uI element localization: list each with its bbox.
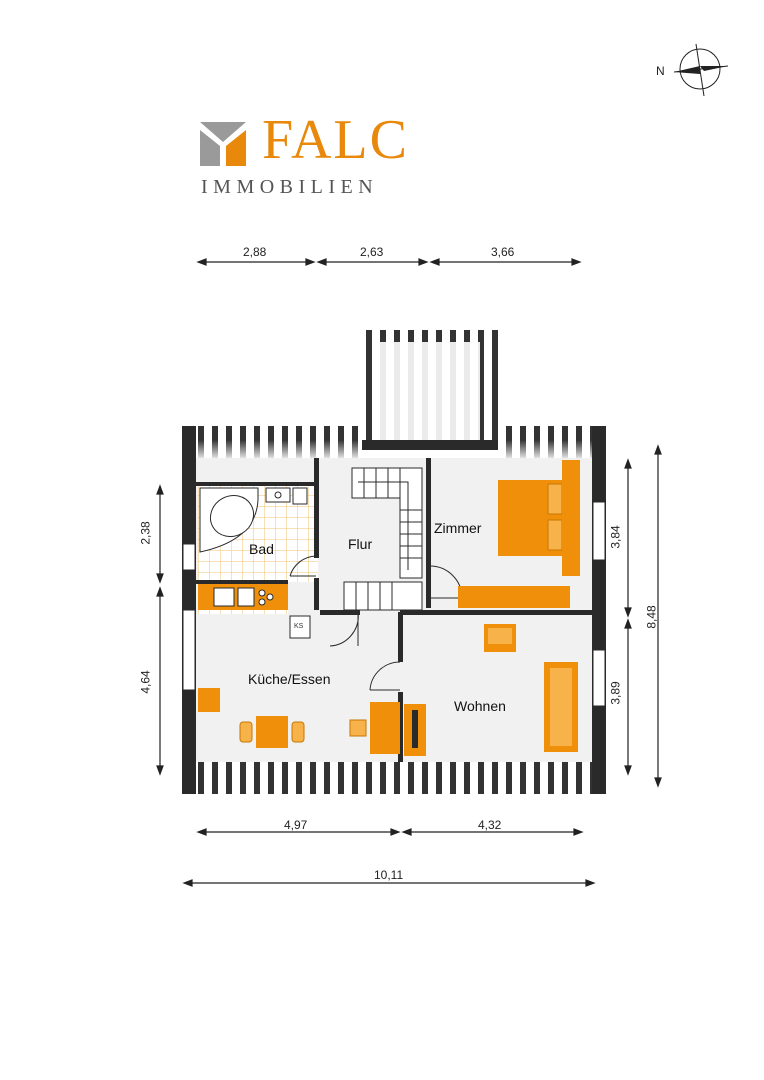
interior-walls <box>196 458 592 762</box>
dim-bottom-1: 4,97 <box>284 818 308 832</box>
compass: N <box>652 38 732 98</box>
dim-top-2: 2,63 <box>360 245 384 259</box>
kitchen-counter <box>198 584 288 610</box>
dim-top-1: 2,88 <box>243 245 267 259</box>
dim-left-2: 4,64 <box>138 670 153 694</box>
bed <box>498 460 580 576</box>
small-stool <box>349 719 367 737</box>
room-label-wohnen: Wohnen <box>454 698 506 714</box>
zimmer-desk <box>458 586 570 608</box>
logo <box>200 120 250 170</box>
room-label-bad: Bad <box>249 541 274 557</box>
dormer <box>362 330 498 450</box>
brand-name: FALC <box>262 109 409 171</box>
compass-north-label: N <box>656 64 665 78</box>
dim-top-3: 3,66 <box>491 245 515 259</box>
room-label-ks: KS <box>294 623 304 630</box>
room-label-kueche: Küche/Essen <box>248 671 331 687</box>
compass-rose-icon <box>673 43 729 97</box>
bad-sink <box>265 487 291 503</box>
bad-toilet <box>292 487 308 505</box>
dining-table <box>239 716 305 748</box>
roof-bottom-edge <box>176 758 606 794</box>
dim-right-2: 3,89 <box>608 681 623 705</box>
staircase <box>343 467 423 611</box>
dim-bottom-2: 4,32 <box>478 818 502 832</box>
dim-right-1: 3,84 <box>608 525 623 549</box>
room-label-flur: Flur <box>348 536 373 552</box>
kitchen-cabinet <box>198 688 220 712</box>
room-label-zimmer: Zimmer <box>434 520 482 536</box>
dim-bottom-total: 10,11 <box>374 868 404 882</box>
bathtub <box>199 487 259 553</box>
armchair <box>484 624 516 652</box>
sofa <box>544 662 578 752</box>
falc-logo-mark-icon <box>200 122 246 166</box>
dimension-lines <box>156 258 662 887</box>
tv-unit <box>370 702 426 756</box>
ks-box <box>289 615 311 639</box>
dim-left-1: 2,38 <box>138 521 153 545</box>
brand-tagline: IMMOBILIEN <box>201 176 379 198</box>
dim-right-total: 8,48 <box>644 605 659 629</box>
roof-top-edge <box>176 426 606 460</box>
windows <box>182 501 606 707</box>
